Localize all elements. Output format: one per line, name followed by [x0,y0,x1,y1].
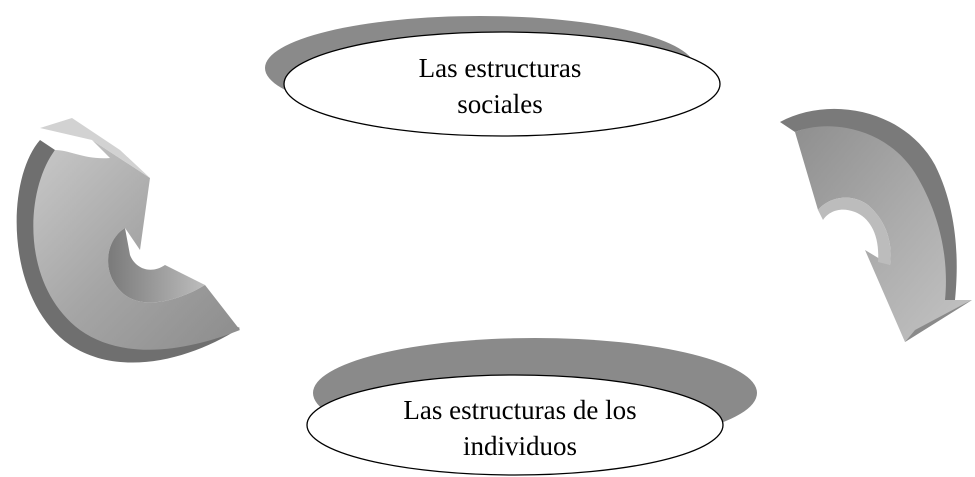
top-node-label: Las estructuras sociales [360,50,640,122]
top-node [265,16,721,137]
top-node-ellipse [283,31,721,137]
right-cycle-arrow-icon [780,108,972,343]
bottom-node-label-line-2: individuos [462,431,577,461]
left-cycle-arrow-icon [16,118,241,363]
bottom-node [306,338,757,476]
top-node-label-line-2: sociales [457,89,543,119]
bottom-node-ellipse [306,374,724,476]
bottom-node-label: Las estructuras de los individuos [330,392,710,464]
bottom-node-label-line-1: Las estructuras de los [403,395,637,425]
top-node-label-line-1: Las estructuras [418,53,582,83]
